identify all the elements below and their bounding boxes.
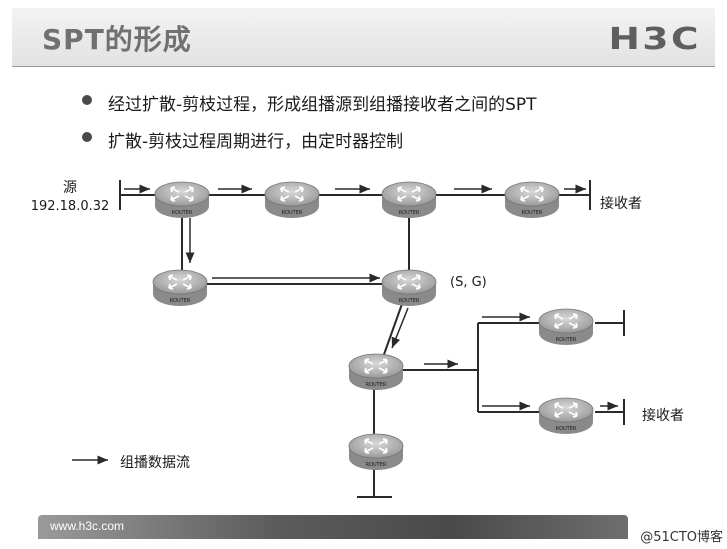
router-r8: ROUTER [538,308,594,346]
router-label: ROUTER [366,382,387,388]
slide-title: SPT的形成 [42,23,192,56]
router-r3: ROUTER [381,181,437,219]
watermark: @51CTO博客 [640,530,723,545]
bullet-item: 经过扩散-剪枝过程，形成组播源到组播接收者之间的SPT [82,90,537,115]
router-r5: ROUTER [152,269,208,307]
router-r7: ROUTER [348,353,404,391]
network-diagram: ROUTER ROUTER ROUTER ROUTER ROUTER ROUTE… [31,180,684,498]
footer-bar: www.h3c.com [38,515,628,539]
receiver-label-top: 接收者 [600,195,642,212]
source-ip: 192.18.0.32 [31,199,110,214]
flow-arrow [391,307,409,349]
slide: SPT的形成 H3C 经过扩散-剪枝过程，形成组播源到组播接收者之间的SPT 扩… [12,8,715,539]
router-label: ROUTER [522,210,543,216]
legend-label: 组播数据流 [120,455,190,471]
bullet-dot-icon [82,132,92,142]
router-label: ROUTER [172,210,193,216]
router-label: ROUTER [282,210,303,216]
router-label: ROUTER [556,426,577,432]
router-r4: ROUTER [504,181,560,219]
router-r2: ROUTER [264,181,320,219]
title-bar: SPT的形成 H3C [12,8,715,67]
bullet-text: 扩散-剪枝过程周期进行，由定时器控制 [108,132,404,152]
router-label: ROUTER [399,298,420,304]
bullet-text: 经过扩散-剪枝过程，形成组播源到组播接收者之间的SPT [108,95,537,115]
router-r1: ROUTER [154,181,210,219]
link-r6-r7 [381,303,403,361]
source-label: 源 [63,180,77,196]
router-r9: ROUTER [538,397,594,435]
bullet-list: 经过扩散-剪枝过程，形成组播源到组播接收者之间的SPT 扩散-剪枝过程周期进行，… [82,90,537,164]
router-label: ROUTER [170,298,191,304]
bullet-item: 扩散-剪枝过程周期进行，由定时器控制 [82,127,537,152]
router-label: ROUTER [556,337,577,343]
router-r10: ROUTER [348,433,404,471]
router-label: ROUTER [366,462,387,468]
footer-url: www.h3c.com [50,519,125,533]
bullet-dot-icon [82,95,92,105]
receiver-label-bottom: 接收者 [642,407,684,424]
router-label: ROUTER [399,210,420,216]
h3c-logo: H3C [608,22,701,57]
sg-label: (S, G) [450,275,487,290]
router-r6: ROUTER [381,269,437,307]
